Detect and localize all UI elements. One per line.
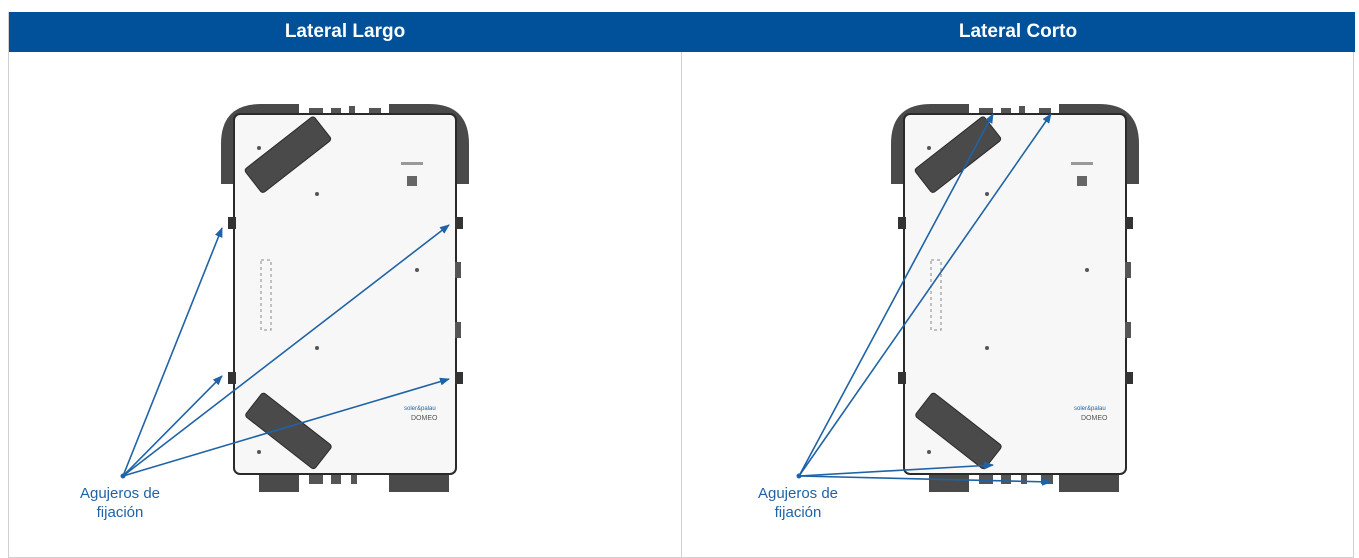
bottom-left-duct	[259, 474, 299, 492]
header-lateral-corto: Lateral Corto	[958, 21, 1078, 42]
column-divider	[681, 52, 682, 558]
callout-label-largo: Agujeros de fijación	[79, 485, 161, 521]
unit-body	[233, 113, 457, 475]
bottom-right-duct	[389, 474, 449, 492]
panel-lateral-largo: soler&palau DOMEO Agujeros de fijación	[9, 52, 681, 558]
mount-hole	[455, 372, 463, 384]
callout-arrows	[798, 113, 1052, 486]
filter-cover-bottom	[245, 392, 332, 470]
mount-hole	[228, 217, 236, 229]
mounting-table: Lateral Largo Lateral Corto	[8, 12, 1355, 558]
callout-arrows	[122, 224, 450, 477]
filter-cover-top	[244, 116, 332, 193]
unit-brand-logo: soler&palau	[404, 406, 436, 412]
unit-model-logo: DOMEO	[1081, 415, 1108, 422]
unit-diagram-largo: soler&palau DOMEO	[120, 104, 469, 492]
mount-hole	[455, 217, 463, 229]
unit-brand-logo: soler&palau	[1074, 406, 1106, 412]
unit-diagram-corto: soler&palau DOMEO	[796, 104, 1139, 492]
unit-model-logo: DOMEO	[411, 415, 438, 422]
header-lateral-largo: Lateral Largo	[284, 21, 406, 42]
unit-body	[903, 113, 1127, 475]
panel-lateral-corto: soler&palau DOMEO Agujeros de fijación	[682, 52, 1355, 558]
callout-label-corto: Agujeros de fijación	[757, 485, 839, 521]
mount-hole	[228, 372, 236, 384]
table-header: Lateral Largo Lateral Corto	[9, 12, 1355, 52]
